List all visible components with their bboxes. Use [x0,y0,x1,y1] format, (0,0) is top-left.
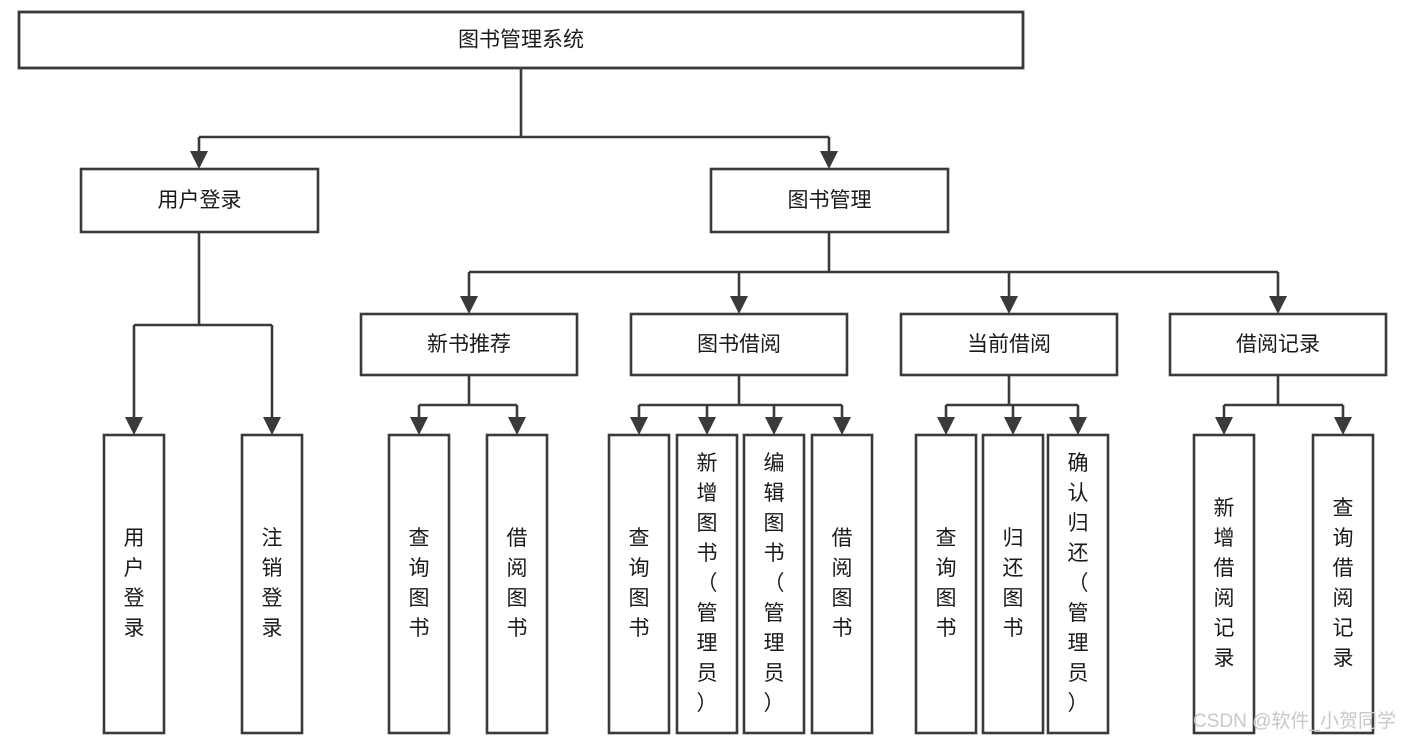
node-label-leaf-query-book-1: 查询图书 [409,527,430,640]
node-box-book-borrow[interactable] [629,312,849,377]
node-leaf-add-record[interactable]: 新增借阅记录 [1192,433,1256,735]
node-root[interactable]: 图书管理系统 [17,10,1025,70]
node-label-leaf-return-book: 归还图书 [1003,527,1024,640]
node-label-leaf-confirm-return: 确认归还（管理员） [1068,452,1089,715]
book-manage-arrow-icon-0 [460,296,478,314]
current-borrow-arrow-icon-0 [937,417,955,435]
book-borrow-arrow-icon-1 [698,417,716,435]
book-manage-arrow-icon-3 [1269,296,1287,314]
node-label-leaf-borrow-book-2: 借阅图书 [832,527,853,640]
current-borrow-arrow-icon-1 [1004,417,1022,435]
node-label-leaf-user-login: 用户登录 [124,527,145,640]
node-box-leaf-borrow-book-2[interactable] [810,433,874,735]
node-leaf-query-record[interactable]: 查询借阅记录 [1311,433,1375,735]
node-box-root[interactable] [17,10,1025,70]
node-box-leaf-query-book-1[interactable] [387,433,451,735]
node-borrow-record[interactable]: 借阅记录 [1168,312,1388,377]
node-leaf-edit-book[interactable]: 编辑图书（管理员） [742,433,806,735]
node-book-borrow[interactable]: 图书借阅 [629,312,849,377]
user-login-arrow-icon-0 [125,417,143,435]
node-box-leaf-query-book-2[interactable] [607,433,671,735]
node-box-current-borrow[interactable] [899,312,1119,377]
user-login-arrow-icon-1 [263,417,281,435]
node-label-leaf-user-logout: 注销登录 [262,527,283,640]
node-box-leaf-user-logout[interactable] [240,433,304,735]
book-borrow-arrow-icon-3 [833,417,851,435]
csdn-watermark: CSDN @软件_小贺同学 [1193,710,1396,732]
node-label-leaf-edit-book: 编辑图书（管理员） [764,452,785,715]
node-box-leaf-user-login[interactable] [102,433,166,735]
node-leaf-add-book[interactable]: 新增图书（管理员） [675,433,739,735]
node-layer: 图书管理系统用户登录图书管理新书推荐图书借阅当前借阅借阅记录用户登录注销登录查询… [17,10,1388,735]
root-arrow-icon-0 [190,151,208,169]
node-label-leaf-query-record: 查询借阅记录 [1333,497,1354,670]
node-leaf-query-book-1[interactable]: 查询图书 [387,433,451,735]
node-box-leaf-add-book[interactable] [675,433,739,735]
node-label-borrow-record: 借阅记录 [1236,333,1320,356]
current-borrow-arrow-icon-2 [1069,417,1087,435]
node-box-leaf-return-book[interactable] [981,433,1045,735]
node-box-borrow-record[interactable] [1168,312,1388,377]
node-box-leaf-edit-book[interactable] [742,433,806,735]
node-box-leaf-query-record[interactable] [1311,433,1375,735]
node-leaf-query-book-2[interactable]: 查询图书 [607,433,671,735]
node-box-leaf-confirm-return[interactable] [1046,433,1110,735]
new-book-recommend-arrow-icon-1 [508,417,526,435]
book-borrow-arrow-icon-0 [630,417,648,435]
node-leaf-return-book[interactable]: 归还图书 [981,433,1045,735]
node-leaf-borrow-book-1[interactable]: 借阅图书 [485,433,549,735]
node-box-book-manage[interactable] [709,167,950,234]
book-manage-arrow-icon-2 [1000,296,1018,314]
book-manage-arrow-icon-1 [730,296,748,314]
node-leaf-confirm-return[interactable]: 确认归还（管理员） [1046,433,1110,735]
node-label-user-login: 用户登录 [158,189,242,212]
borrow-record-arrow-icon-1 [1334,417,1352,435]
node-label-book-manage: 图书管理 [788,189,872,212]
node-label-leaf-query-book-3: 查询图书 [936,527,957,640]
node-current-borrow[interactable]: 当前借阅 [899,312,1119,377]
root-arrow-icon-1 [820,151,838,169]
node-new-book-recommend[interactable]: 新书推荐 [359,312,579,377]
node-label-leaf-add-book: 新增图书（管理员） [697,452,718,715]
new-book-recommend-arrow-icon-0 [410,417,428,435]
node-leaf-user-login[interactable]: 用户登录 [102,433,166,735]
book-borrow-arrow-icon-2 [765,417,783,435]
node-label-leaf-add-record: 新增借阅记录 [1214,497,1235,670]
node-user-login[interactable]: 用户登录 [79,167,320,234]
node-label-current-borrow: 当前借阅 [967,333,1051,356]
node-box-user-login[interactable] [79,167,320,234]
node-box-leaf-add-record[interactable] [1192,433,1256,735]
connector-layer [125,68,1352,435]
node-label-leaf-query-book-2: 查询图书 [629,527,650,640]
node-box-new-book-recommend[interactable] [359,312,579,377]
node-label-book-borrow: 图书借阅 [697,333,781,356]
node-leaf-user-logout[interactable]: 注销登录 [240,433,304,735]
node-leaf-borrow-book-2[interactable]: 借阅图书 [810,433,874,735]
node-label-leaf-borrow-book-1: 借阅图书 [507,527,528,640]
borrow-record-arrow-icon-0 [1215,417,1233,435]
node-leaf-query-book-3[interactable]: 查询图书 [914,433,978,735]
node-label-new-book-recommend: 新书推荐 [427,333,511,356]
node-book-manage[interactable]: 图书管理 [709,167,950,234]
node-box-leaf-borrow-book-1[interactable] [485,433,549,735]
node-label-root: 图书管理系统 [458,29,584,52]
node-box-leaf-query-book-3[interactable] [914,433,978,735]
